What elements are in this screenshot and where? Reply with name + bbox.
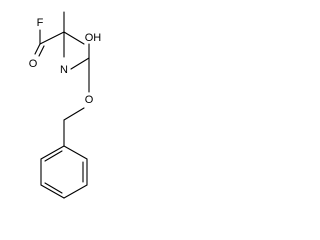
atom-carbonyl-oxygen: O [29, 58, 38, 70]
atom-fluorine: F [37, 17, 44, 29]
atom-ester-oxygen: O [85, 94, 94, 106]
bond-c2-methyl-right [63, 31, 85, 45]
atom-hydroxyl: OH [85, 32, 102, 44]
atom-nitrogen: N [60, 64, 68, 76]
bond-c1-o-double-a [34, 43, 41, 55]
bond-c1-c2 [39, 31, 65, 45]
bond-n-c3 [70, 57, 90, 70]
molecule-structure: F O N OH O [29, 11, 102, 199]
bond-c1-o-double-b [38, 45, 45, 57]
bond-o-ch2 [63, 107, 85, 121]
benzene-ring [40, 145, 88, 199]
